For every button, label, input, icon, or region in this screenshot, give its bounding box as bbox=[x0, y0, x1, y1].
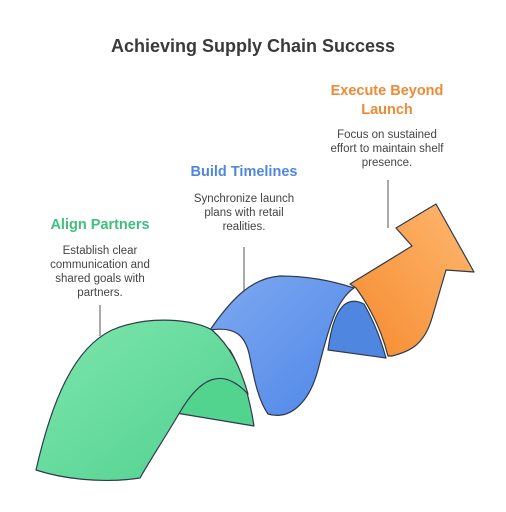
stage-description-align-partners: Establish clear communication and shared… bbox=[30, 244, 170, 300]
description-line: plans with retail bbox=[204, 207, 284, 219]
description-line: communication and bbox=[50, 259, 150, 271]
description-line: shared goals with bbox=[55, 273, 145, 285]
description-line: partners. bbox=[77, 287, 123, 299]
blue-ribbon bbox=[209, 275, 355, 416]
description-line: Focus on sustained bbox=[337, 129, 437, 141]
stage-description-execute-beyond-launch: Focus on sustained effort to maintain sh… bbox=[312, 128, 462, 170]
description-line: Synchronize launch bbox=[193, 193, 295, 205]
description-line: effort to maintain shelf bbox=[330, 143, 444, 155]
description-line: realities. bbox=[222, 221, 266, 233]
description-line: Establish clear bbox=[62, 245, 138, 257]
stage-title-align-partners: Align Partners bbox=[50, 217, 150, 233]
green-ribbon bbox=[35, 319, 249, 482]
stage-description-build-timelines: Synchronize launch plans with retail rea… bbox=[174, 192, 314, 234]
description-line: presence. bbox=[361, 157, 413, 169]
stage-title-execute-beyond-launch: Execute Beyond Launch bbox=[312, 82, 462, 120]
stage-title-build-timelines: Build Timelines bbox=[190, 164, 298, 180]
stage-title-line: Execute Beyond bbox=[330, 83, 444, 99]
stage-title-line: Launch bbox=[361, 102, 413, 118]
orange-arrow bbox=[349, 203, 475, 357]
diagram-title: Achieving Supply Chain Success bbox=[110, 36, 396, 56]
blue-fold-back bbox=[327, 300, 387, 359]
